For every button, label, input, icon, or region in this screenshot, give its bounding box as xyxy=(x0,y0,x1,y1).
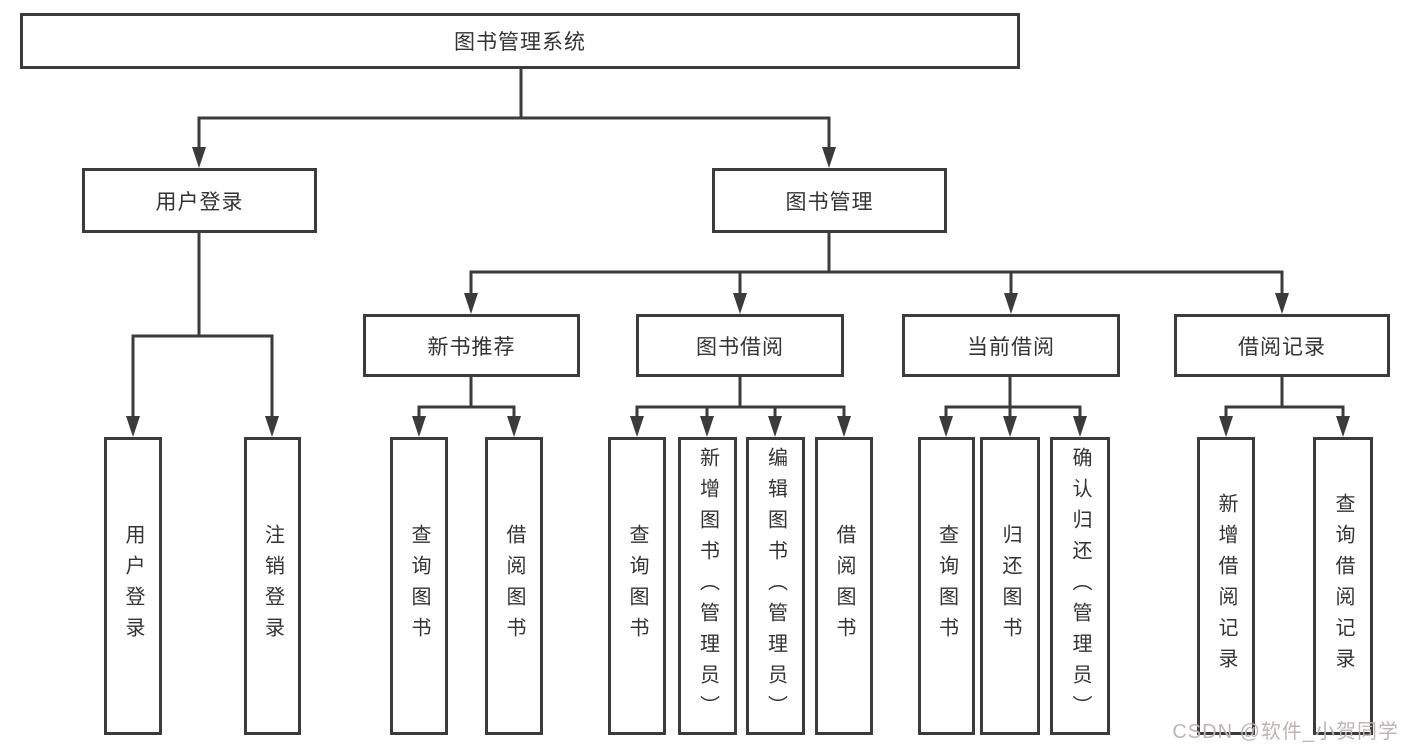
node-current-borrow-label: 当前借阅 xyxy=(967,335,1055,359)
node-leaf-label: 新增图书（管理员） xyxy=(696,446,719,726)
node-leaf-borrow-book: 借阅图书 xyxy=(815,437,873,735)
node-leaf-label: 编辑图书（管理员） xyxy=(764,446,787,726)
connector-root-to-level2 xyxy=(192,69,836,168)
node-book-mgmt: 图书管理 xyxy=(712,168,947,233)
connector-book-mgmt-to-level3 xyxy=(464,233,1289,314)
node-leaf-confirm-return-admin: 确认归还（管理员） xyxy=(1050,437,1110,735)
connector-user-login-branch xyxy=(126,233,279,437)
node-root-label: 图书管理系统 xyxy=(454,31,586,54)
node-leaf-add-book-admin: 新增图书（管理员） xyxy=(678,437,737,735)
csdn-watermark: CSDN @软件_小贺同学 xyxy=(1172,721,1399,743)
node-leaf-user-login: 用户登录 xyxy=(104,437,162,735)
connector-new-book-rec-branch xyxy=(412,377,521,437)
node-leaf-label: 借阅图书 xyxy=(833,524,855,648)
node-leaf-return-book: 归还图书 xyxy=(980,437,1040,735)
node-root: 图书管理系统 xyxy=(20,13,1020,69)
node-new-book-rec-label: 新书推荐 xyxy=(427,335,516,359)
node-leaf-label: 用户登录 xyxy=(122,524,144,648)
connector-borrow-records-branch xyxy=(1219,377,1350,437)
node-borrow-records-label: 借阅记录 xyxy=(1238,335,1326,359)
node-leaf-label: 借阅图书 xyxy=(503,524,525,648)
node-leaf-rec-borrow-book: 借阅图书 xyxy=(485,437,543,735)
node-user-login-label: 用户登录 xyxy=(155,190,244,214)
node-leaf-label: 确认归还（管理员） xyxy=(1069,446,1091,726)
node-leaf-add-borrow-record: 新增借阅记录 xyxy=(1197,437,1255,735)
node-leaf-label: 查询借阅记录 xyxy=(1332,493,1354,679)
node-leaf-label: 归还图书 xyxy=(999,524,1021,648)
node-leaf-label: 查询图书 xyxy=(408,524,430,648)
node-current-borrow: 当前借阅 xyxy=(902,314,1120,377)
node-leaf-label: 查询图书 xyxy=(626,524,648,648)
connector-book-borrow-branch xyxy=(630,377,851,437)
node-leaf-current-query-book: 查询图书 xyxy=(918,437,975,735)
connector-current-borrow-branch xyxy=(939,377,1087,437)
node-book-borrow: 图书借阅 xyxy=(636,314,844,377)
node-leaf-logout: 注销登录 xyxy=(244,437,301,735)
node-leaf-query-borrow-record: 查询借阅记录 xyxy=(1313,437,1373,735)
node-new-book-rec: 新书推荐 xyxy=(363,314,580,377)
node-leaf-borrow-query-book: 查询图书 xyxy=(608,437,666,735)
node-book-borrow-label: 图书借阅 xyxy=(696,335,784,359)
node-leaf-label: 新增借阅记录 xyxy=(1215,493,1237,679)
node-user-login: 用户登录 xyxy=(82,168,317,233)
node-leaf-label: 注销登录 xyxy=(261,524,284,648)
node-book-mgmt-label: 图书管理 xyxy=(785,190,874,214)
node-leaf-label: 查询图书 xyxy=(935,524,958,648)
node-borrow-records: 借阅记录 xyxy=(1174,314,1390,377)
node-leaf-rec-query-book: 查询图书 xyxy=(390,437,448,735)
node-leaf-edit-book-admin: 编辑图书（管理员） xyxy=(746,437,805,735)
